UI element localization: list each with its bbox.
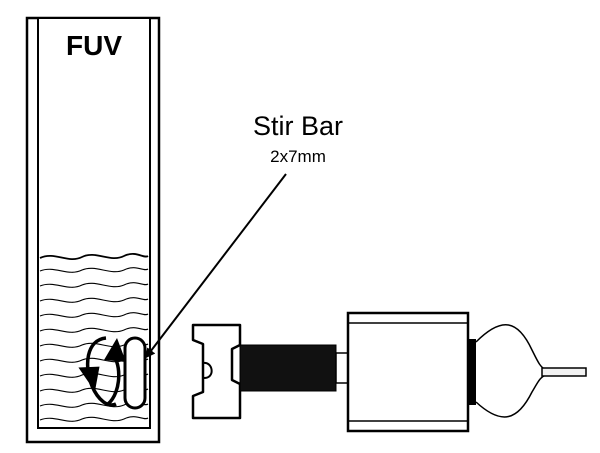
cuvette-label: FUV xyxy=(66,30,122,61)
magnet-holder-notch xyxy=(202,361,213,380)
motor-shaft-icon xyxy=(239,344,337,392)
rotation-arrows-icon xyxy=(78,336,126,407)
magnet-holder-icon xyxy=(191,323,242,420)
stir-bar-size: 2x7mm xyxy=(270,147,326,166)
stir-bar-title: Stir Bar xyxy=(253,111,343,141)
cuvette: FUV xyxy=(25,16,161,444)
wire-tip xyxy=(541,367,587,377)
motor-coupling xyxy=(335,352,349,384)
magnet-holder-edge xyxy=(192,339,204,345)
dc-motor-icon xyxy=(346,311,476,433)
wire-leads-icon xyxy=(475,324,547,418)
pointer-arrow xyxy=(145,173,287,359)
stir-bar-icon xyxy=(123,336,147,410)
